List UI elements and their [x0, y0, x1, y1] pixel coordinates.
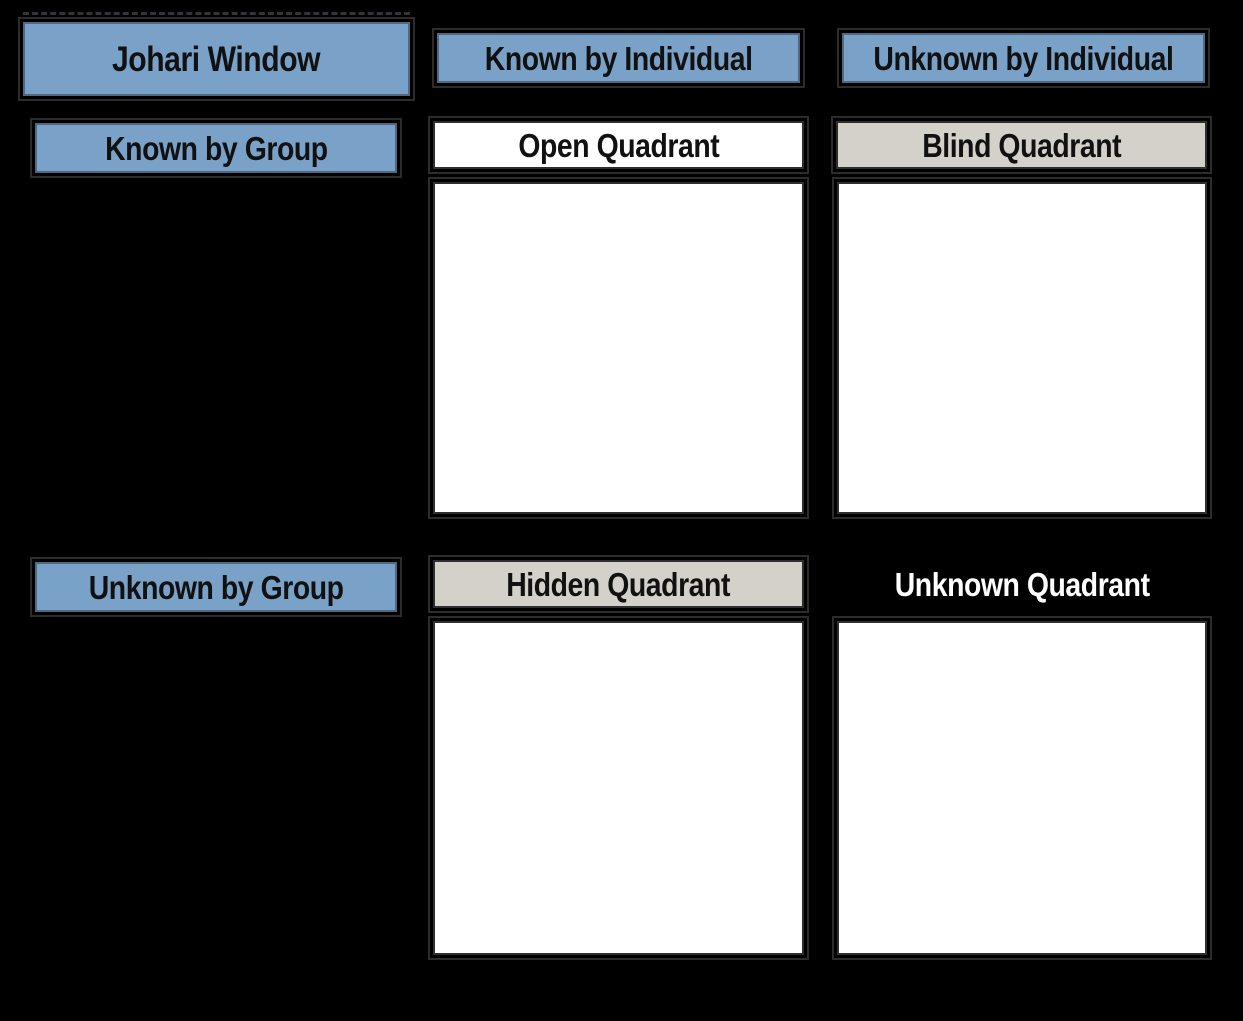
unknown-quadrant-content	[832, 616, 1212, 960]
column-header-unknown-by-individual: Unknown by Individual	[837, 28, 1210, 88]
open-quadrant-content	[428, 177, 809, 519]
quadrant-title: Hidden Quadrant	[506, 565, 731, 603]
hidden-quadrant-content	[428, 616, 809, 960]
quadrant-title: Blind Quadrant	[922, 126, 1121, 164]
dashed-cut-line	[23, 12, 410, 15]
blind-quadrant-content	[832, 177, 1212, 519]
quadrant-title: Unknown Quadrant	[894, 565, 1150, 603]
column-header-label: Unknown by Individual	[873, 39, 1174, 77]
unknown-quadrant-header: Unknown Quadrant	[837, 560, 1207, 608]
title-cell: Johari Window	[18, 17, 415, 101]
column-header-known-by-individual: Known by Individual	[432, 28, 805, 88]
row-header-label: Unknown by Group	[88, 568, 344, 606]
diagram-title: Johari Window	[112, 39, 321, 79]
open-quadrant-header: Open Quadrant	[428, 116, 809, 174]
hidden-quadrant-header: Hidden Quadrant	[428, 555, 809, 613]
column-header-label: Known by Individual	[484, 39, 753, 77]
row-header-known-by-group: Known by Group	[30, 118, 402, 178]
blind-quadrant-header: Blind Quadrant	[831, 116, 1212, 174]
row-header-label: Known by Group	[104, 129, 328, 167]
row-header-unknown-by-group: Unknown by Group	[30, 557, 402, 617]
quadrant-title: Open Quadrant	[518, 126, 719, 164]
